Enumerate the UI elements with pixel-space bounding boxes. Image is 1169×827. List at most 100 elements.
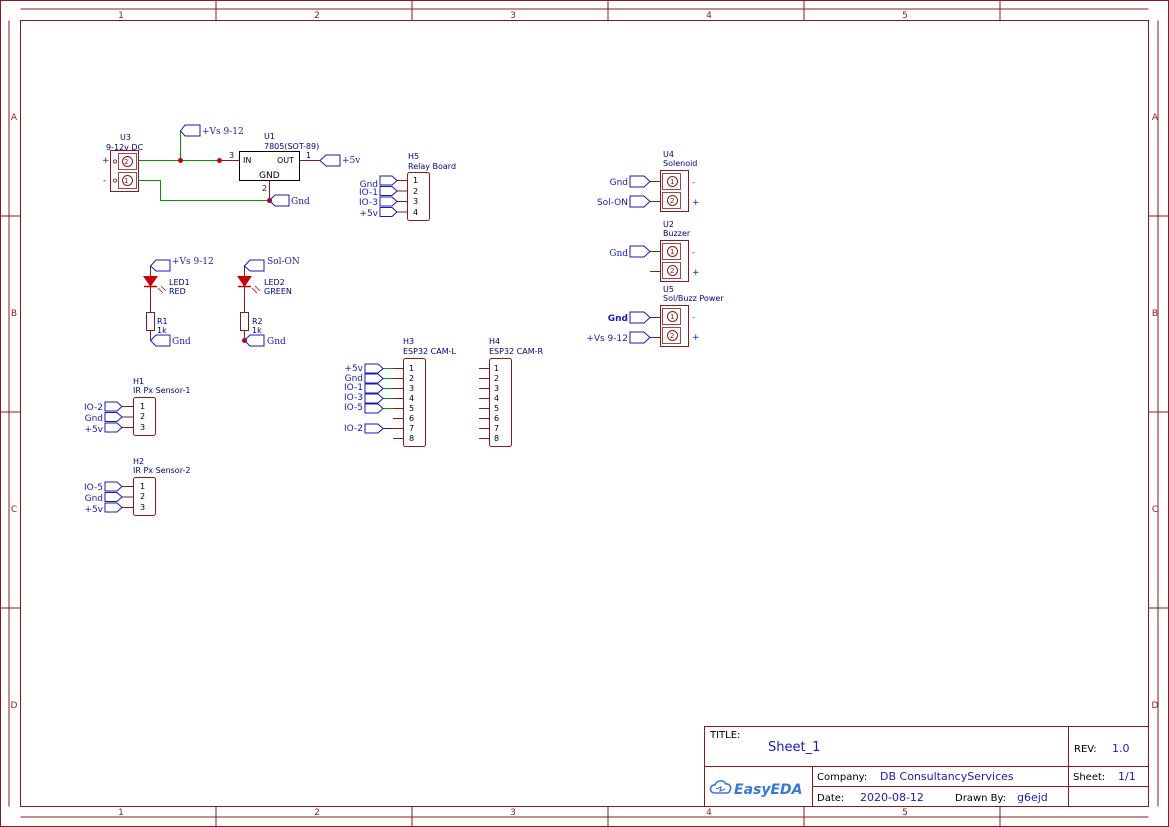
component-u3[interactable]: U3 9-12v DC 2 1 + - xyxy=(102,133,144,192)
u2-net: Gnd xyxy=(609,249,628,259)
r1-ref: R1 xyxy=(157,317,168,326)
svg-text:-: - xyxy=(692,248,695,257)
u2-value: Buzzer xyxy=(663,229,691,238)
component-h4[interactable]: H4 ESP32 CAM-R 1 2 3 4 5 6 7 8 xyxy=(479,337,544,447)
row-label: B xyxy=(11,309,17,319)
h1-pin: 2 xyxy=(140,412,145,421)
drawn-label: Drawn By: xyxy=(955,793,1006,804)
h4-value: ESP32 CAM-R xyxy=(489,347,544,356)
h2-net: +5v xyxy=(84,505,103,515)
col-label: 1 xyxy=(118,11,124,21)
component-r1[interactable]: R1 1k Gnd xyxy=(146,312,191,348)
net-r1-gnd: Gnd xyxy=(172,337,191,347)
col-label: 1 xyxy=(118,808,124,818)
h3-pin: 4 xyxy=(409,394,414,403)
h4-pin: 6 xyxy=(494,414,499,423)
h3-pin: 3 xyxy=(409,384,414,393)
u1-gnd-label: GND xyxy=(259,171,280,181)
h1-net: +5v xyxy=(84,425,103,435)
h1-net: IO-2 xyxy=(84,403,103,413)
col-label: 5 xyxy=(902,11,908,21)
h1-pin: 3 xyxy=(140,423,145,432)
h3-value: ESP32 CAM-L xyxy=(403,347,457,356)
h4-ref: H4 xyxy=(489,337,500,346)
h3-net: IO-2 xyxy=(344,424,363,434)
component-u4[interactable]: U4 Solenoid 1 2 - + Gnd Sol-ON xyxy=(597,150,700,212)
h2-net: IO-5 xyxy=(84,483,103,493)
u5-net: Gnd xyxy=(608,314,628,324)
h2-pin: 1 xyxy=(140,482,145,491)
svg-text:2: 2 xyxy=(124,158,128,166)
col-label: 3 xyxy=(510,808,516,818)
wires-power xyxy=(138,131,270,201)
component-h5[interactable]: H5 Relay Board 1 2 3 4 Gnd IO-1 IO-3 +5v xyxy=(359,152,456,221)
h3-pin: 2 xyxy=(409,374,414,383)
h4-pin: 7 xyxy=(494,424,499,433)
led1-ref: LED1 xyxy=(169,278,190,287)
component-u2[interactable]: U2 Buzzer 1 2 - + Gnd xyxy=(609,220,700,282)
h5-value: Relay Board xyxy=(408,162,456,171)
svg-text:1: 1 xyxy=(124,177,128,185)
u1-out-label: OUT xyxy=(277,156,294,165)
h2-net: Gnd xyxy=(85,494,103,504)
u4-net: Sol-ON xyxy=(597,198,628,208)
u3-ref: U3 xyxy=(120,133,131,142)
svg-text:1: 1 xyxy=(670,313,674,321)
row-label: D xyxy=(1152,701,1159,711)
net-r2-gnd: Gnd xyxy=(267,337,286,347)
component-r2[interactable]: R2 1k Gnd xyxy=(240,312,286,348)
frame-labels: 1 2 3 4 5 1 2 3 4 5 A B C D A B C D xyxy=(11,11,1159,818)
h4-pin: 2 xyxy=(494,374,499,383)
led1-value: RED xyxy=(169,287,186,296)
h5-pin: 1 xyxy=(413,176,418,185)
net-vs-top: +Vs 9-12 xyxy=(202,127,244,137)
title-block: TITLE: Sheet_1 REV: 1.0 EasyEDA Company:… xyxy=(704,726,1149,807)
u3-plus: + xyxy=(102,156,110,166)
component-h1[interactable]: H1 IR Px Sensor-1 1 2 3 IO-2 Gnd +5v xyxy=(84,377,190,436)
net-gnd-reg: Gnd xyxy=(291,197,310,207)
led2-value: GREEN xyxy=(264,287,292,296)
led2-ref: LED2 xyxy=(264,278,285,287)
u4-value: Solenoid xyxy=(663,159,697,168)
h2-pin: 3 xyxy=(140,503,145,512)
col-label: 5 xyxy=(902,808,908,818)
h3-pin: 8 xyxy=(409,434,414,443)
component-led1[interactable]: LED1 RED +Vs 9-12 xyxy=(143,257,214,312)
drawn-value: g6ejd xyxy=(1017,791,1048,804)
h4-pin: 5 xyxy=(494,404,499,413)
component-u1[interactable]: U1 7805(SOT-89) IN OUT GND 3 1 2 xyxy=(219,132,320,200)
svg-text:-: - xyxy=(692,313,695,322)
date-label: Date: xyxy=(817,793,844,804)
h3-net: IO-5 xyxy=(344,403,363,413)
svg-text:2: 2 xyxy=(670,332,674,340)
component-led2[interactable]: LED2 GREEN Sol-ON xyxy=(237,257,300,312)
h4-pin: 1 xyxy=(494,364,499,373)
u3-value: 9-12v DC xyxy=(106,143,144,152)
u1-pin-in: 3 xyxy=(229,151,234,160)
h5-net: Gnd xyxy=(360,180,378,190)
net-led2-top: Sol-ON xyxy=(267,257,300,267)
h1-net: Gnd xyxy=(85,414,103,424)
title-label: TITLE: xyxy=(709,730,740,741)
h5-ref: H5 xyxy=(408,152,419,161)
u3-minus: - xyxy=(103,176,106,186)
h5-pin: 2 xyxy=(413,187,418,196)
r2-value: 1k xyxy=(252,326,262,335)
h3-pin: 1 xyxy=(409,364,414,373)
u1-in-label: IN xyxy=(243,156,251,165)
h1-pin: 1 xyxy=(140,402,145,411)
component-h3[interactable]: H3 ESP32 CAM-L 1 2 3 4 5 6 7 8 +5v Gnd I… xyxy=(344,337,457,447)
h3-pin: 6 xyxy=(409,414,414,423)
h3-net: IO-1 xyxy=(344,383,363,393)
rev-label: REV: xyxy=(1074,744,1097,755)
row-label: D xyxy=(11,701,18,711)
svg-text:1: 1 xyxy=(670,248,674,256)
component-h2[interactable]: H2 IR Px Sensor-2 1 2 3 IO-5 Gnd +5v xyxy=(84,457,190,516)
u1-value: 7805(SOT-89) xyxy=(264,142,319,151)
u1-pin-out: 1 xyxy=(306,151,311,160)
easyeda-logo: EasyEDA xyxy=(709,780,803,798)
row-label: C xyxy=(1152,505,1158,515)
component-u5[interactable]: U5 Sol/Buzz Power 1 2 - + Gnd +Vs 9-12 xyxy=(586,285,724,347)
